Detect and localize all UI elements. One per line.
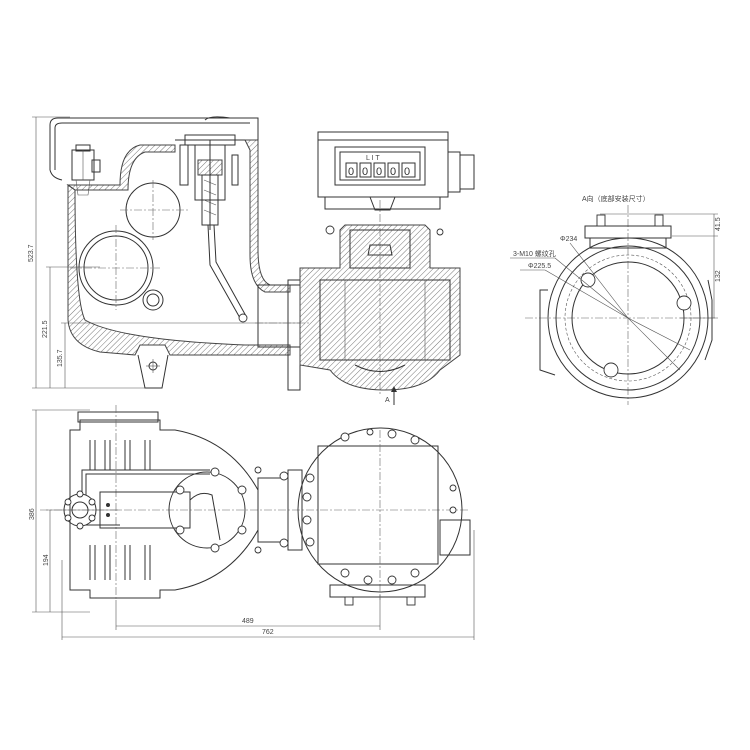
dim-overall-height: 523.7 [28,244,35,262]
top-view: 386 194 489 762 [29,405,475,640]
register-digits: 0 0 0 0 0 L I T [345,155,416,178]
register-digit-2: 0 [362,166,368,178]
label-diameter-outer: Φ234 [560,236,577,243]
label-bolt-spec: 3-M10 螺纹孔 [513,249,556,258]
register-digit-1: 0 [348,166,354,178]
dim-center-height: 132 [715,270,722,282]
dim-inlet-height: 221.5 [42,320,49,338]
register-digit-3: 0 [376,166,382,178]
dim-overall-length: 762 [262,629,274,636]
dim-overall-depth: 386 [29,508,36,520]
register-digit-4: 0 [390,166,396,178]
view-arrow-label: A [385,397,390,404]
dim-base-height: 135.7 [57,349,64,367]
dim-flange-height: 41.5 [715,217,722,231]
dim-center-distance: 489 [242,618,254,625]
side-view: A向（底部安装尺寸） Φ234 3-M10 螺纹孔 Φ225.5 [510,194,722,405]
side-view-title: A向（底部安装尺寸） [582,194,650,203]
dim-inlet-offset: 194 [43,554,50,566]
register-digit-5: 0 [404,166,410,178]
front-view: 0 0 0 0 0 L I T A 523.7 221.5 135.7 [28,116,475,405]
register-unit: L I T [366,155,380,162]
label-diameter-pcd: Φ225.5 [528,263,551,270]
